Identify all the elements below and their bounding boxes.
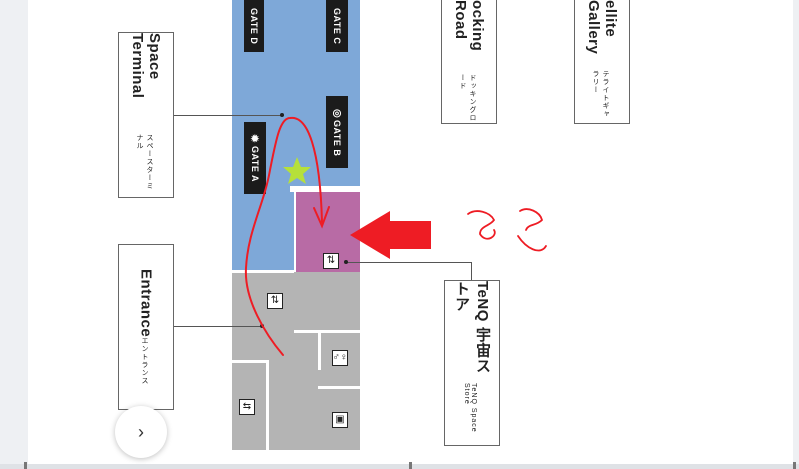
gate-c-label: GATE C bbox=[332, 7, 342, 45]
gate-a-label: GATE A bbox=[250, 145, 260, 182]
resize-handle[interactable] bbox=[24, 462, 27, 469]
space-terminal-sub: スペースターミナル bbox=[136, 134, 153, 191]
tenq-leader bbox=[471, 262, 472, 280]
big-red-arrow bbox=[350, 211, 431, 259]
floor-map: GATE D GATE C ◎ GATE B ✹ GATE A ⇅ ⇅ ♂♀ ⇆… bbox=[28, 0, 793, 464]
entrance-label: Entrance bbox=[137, 268, 155, 338]
scribble-mark bbox=[467, 210, 496, 240]
elevator-icon: ⇅ bbox=[323, 253, 339, 269]
star-marker-icon bbox=[283, 157, 311, 184]
gate-c: GATE C bbox=[326, 0, 348, 52]
tenq-store-label: TeNQ 宇宙ストア bbox=[453, 281, 491, 374]
gate-b-icon: ◎ bbox=[331, 108, 343, 120]
restroom-icon: ♂♀ bbox=[332, 350, 348, 366]
resize-handle[interactable] bbox=[409, 462, 412, 469]
gate-d-label: GATE D bbox=[249, 7, 259, 45]
chevron-right-icon: › bbox=[138, 421, 144, 442]
gallery-sub: テライトギャラリー bbox=[592, 70, 609, 119]
gate-d: GATE D bbox=[244, 0, 264, 52]
space-terminal-pin bbox=[280, 113, 284, 117]
scribble-mark bbox=[517, 208, 547, 252]
entrance-callout: Entrance エントランス bbox=[118, 244, 174, 410]
space-terminal-label: Space Terminal bbox=[129, 33, 163, 99]
tenq-store-callout: TeNQ 宇宙ストア TeNQ Space Store bbox=[444, 280, 500, 446]
gate-a-icon: ✹ bbox=[249, 134, 261, 146]
entrance-wall bbox=[294, 330, 360, 333]
gate-b: ◎ GATE B bbox=[326, 96, 348, 168]
entrance-wall bbox=[232, 360, 268, 363]
gate-b-label: GATE B bbox=[332, 119, 342, 156]
bottom-scroll-track bbox=[0, 464, 799, 469]
elevator-icon: ⇅ bbox=[267, 293, 283, 309]
exit-icon: ⇆ bbox=[239, 399, 255, 415]
docking-road-callout: ocking Road ドッキングロード bbox=[441, 0, 497, 124]
entrance-wall bbox=[266, 360, 269, 450]
zone-divider bbox=[290, 186, 360, 192]
docking-road-sub: ドッキングロード bbox=[459, 73, 476, 122]
docking-road-label: ocking Road bbox=[452, 0, 486, 52]
resize-handle[interactable] bbox=[793, 462, 796, 469]
gallery-callout: ellite Gallery テライトギャラリー bbox=[574, 0, 630, 124]
tenq-pin bbox=[344, 260, 348, 264]
space-terminal-callout: Space Terminal スペースターミナル bbox=[118, 32, 174, 198]
space-terminal-leader bbox=[174, 115, 284, 116]
tenq-leader bbox=[346, 262, 472, 263]
tenq-store-sub: TeNQ Space Store bbox=[463, 383, 477, 433]
gallery-label: ellite Gallery bbox=[585, 0, 619, 55]
gate-a: ✹ GATE A bbox=[244, 122, 266, 194]
entrance-wall bbox=[318, 330, 321, 370]
entrance-pin bbox=[260, 324, 264, 328]
shop-icon: ▣ bbox=[332, 412, 348, 428]
entrance-wall bbox=[318, 386, 360, 389]
scroll-next-button[interactable]: › bbox=[115, 406, 167, 458]
entrance-leader bbox=[174, 326, 262, 327]
entrance-sub: エントランス bbox=[141, 337, 148, 386]
entrance-wall bbox=[232, 270, 294, 273]
